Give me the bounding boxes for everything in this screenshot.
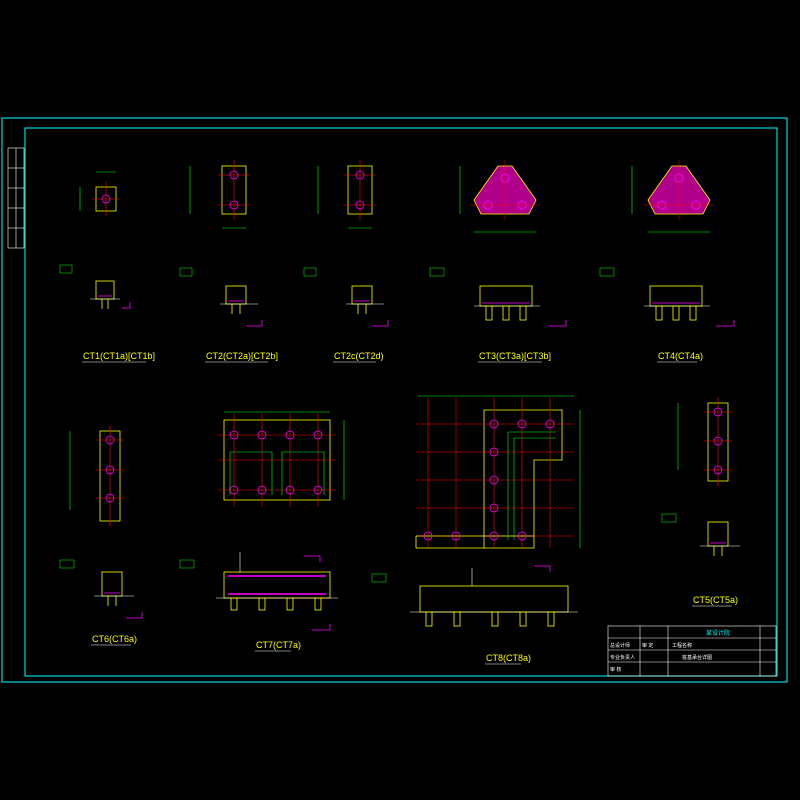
ct4-label: CT4(CT4a) (658, 351, 703, 361)
ct2-section (179, 267, 263, 327)
binding-strip (7, 147, 25, 249)
ct3-label: CT3(CT3a)[CT3b] (479, 351, 551, 361)
ct2c-plan (317, 160, 376, 229)
ct3-plan (459, 160, 540, 233)
ct2-label: CT2(CT2a)[CT2b] (206, 351, 278, 361)
inner-frame (24, 127, 778, 677)
ct6-plan (69, 425, 124, 527)
title-block (607, 625, 777, 677)
ct4-plan (631, 160, 714, 233)
ct5-section (661, 513, 740, 556)
outer-frame (1, 117, 788, 683)
ct6-label: CT6(CT6a) (92, 634, 137, 644)
ct7-section (179, 552, 338, 631)
ct4-section (599, 267, 735, 327)
ct3-section (429, 267, 567, 327)
ct1-label: CT1(CT1a)[CT1b] (83, 351, 155, 361)
drawing-title: 桩基承台详图 (682, 654, 712, 661)
company-name: 某设计院 (706, 629, 730, 637)
row-label-1: 审 定 (642, 642, 653, 649)
ct8-plan (415, 395, 581, 549)
ct2c-label: CT2c(CT2d) (334, 351, 384, 361)
ct7-label: CT7(CT7a) (256, 640, 301, 650)
ct8-label: CT8(CT8a) (486, 653, 531, 663)
ct7-plan (218, 411, 345, 506)
ct5-plan (677, 397, 732, 487)
row-label-2: 专业负责人 (610, 654, 635, 661)
row-label-3: 审 核 (610, 666, 621, 673)
ct6-section (59, 559, 143, 619)
ct1-section (59, 264, 131, 309)
ct2-plan (189, 160, 250, 229)
ct2c-section (303, 267, 389, 327)
ct8-section (371, 565, 578, 627)
ct1-plan (79, 171, 120, 216)
ct5-label: CT5(CT5a) (693, 595, 738, 605)
row-label-0: 总设计师 (610, 642, 630, 649)
project-name: 工程名称 (672, 642, 692, 649)
